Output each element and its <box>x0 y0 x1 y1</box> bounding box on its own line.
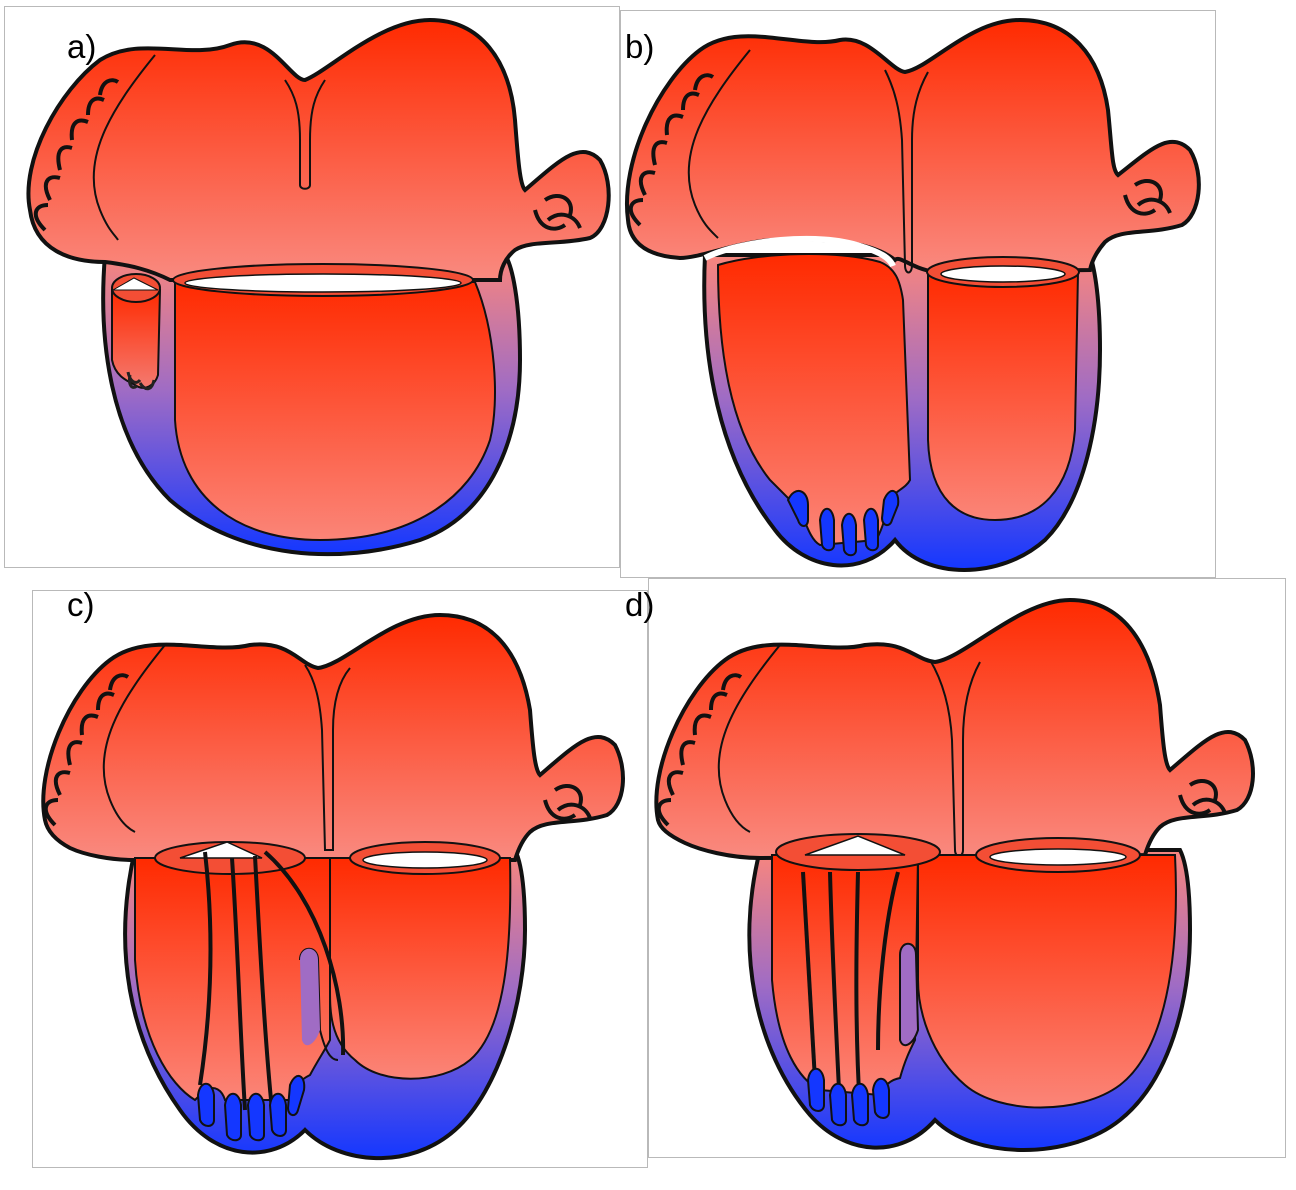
large-ventricle-a <box>175 282 495 540</box>
ventricle-left-b <box>928 272 1078 520</box>
ventricle-left-c <box>330 858 510 1079</box>
panel-d-heart <box>656 600 1253 1150</box>
panel-a-heart <box>28 20 608 554</box>
panel-label-d: d) <box>625 588 654 621</box>
panel-label-a: a) <box>67 30 96 63</box>
panel-label-c: c) <box>67 588 95 621</box>
valve-opening-left-b <box>941 266 1065 282</box>
valve-opening-left-c <box>363 852 487 868</box>
septum-ridge-fill-d <box>900 944 918 1045</box>
small-ventricle-a <box>112 290 160 388</box>
panel-label-b: b) <box>625 30 654 63</box>
septum-ridge-fill-c <box>300 949 320 1045</box>
large-valve-opening-a <box>185 274 461 292</box>
ventricle-right-d <box>772 855 918 1095</box>
valve-opening-left-d <box>990 849 1126 865</box>
panel-b-heart <box>627 20 1199 570</box>
ventricle-right-b <box>718 254 910 545</box>
atria-a <box>28 20 608 280</box>
panel-c-heart <box>43 615 623 1158</box>
